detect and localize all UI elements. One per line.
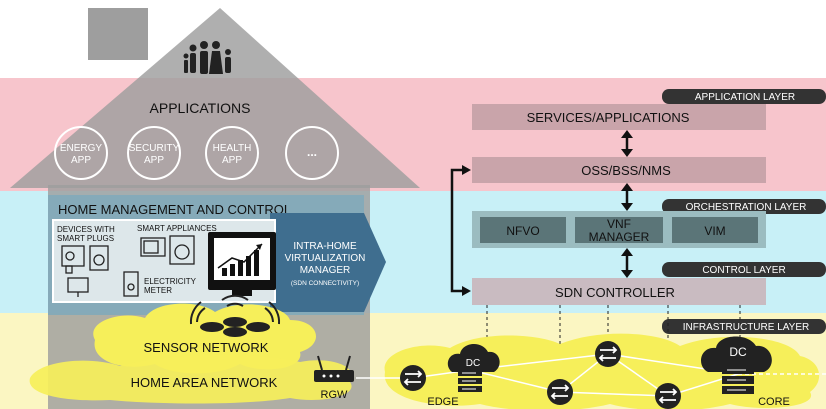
svg-text:...: ... bbox=[307, 145, 317, 159]
virtualization-arrow bbox=[270, 213, 386, 312]
monitor-chart-icon bbox=[208, 232, 276, 296]
sensor-nodes-icon bbox=[189, 294, 281, 337]
devices-label-1: DEVICES WITH bbox=[57, 225, 115, 234]
nfvo-box[interactable]: NFVO bbox=[480, 217, 566, 243]
sensor-network-label: SENSOR NETWORK bbox=[144, 340, 269, 355]
svg-text:VNF: VNF bbox=[607, 217, 631, 231]
vim-box[interactable]: VIM bbox=[672, 217, 758, 243]
appliance-icons bbox=[61, 235, 195, 297]
svg-text:NFVO: NFVO bbox=[506, 224, 539, 238]
app-energy[interactable]: ENERGY APP bbox=[54, 126, 108, 180]
switch-icon-3 bbox=[546, 378, 574, 406]
switch-icon-2 bbox=[594, 340, 622, 368]
virtualization-line1: INTRA-HOME bbox=[293, 241, 357, 252]
virtualization-line4: (SDN CONNECTIVITY) bbox=[291, 280, 359, 287]
applications-title: APPLICATIONS bbox=[150, 100, 251, 116]
app-more[interactable]: ... bbox=[285, 126, 339, 180]
infrastructure-layer-label: INFRASTRUCTURE LAYER bbox=[662, 319, 826, 334]
dc-edge-icon bbox=[447, 343, 500, 392]
svg-text:APP: APP bbox=[144, 155, 164, 166]
switch-icon-1 bbox=[399, 364, 427, 392]
svg-text:VIM: VIM bbox=[704, 224, 725, 238]
devices-label-2: SMART PLUGS bbox=[57, 234, 114, 243]
orchestration-layer-label: ORCHESTRATION LAYER bbox=[662, 199, 826, 214]
app-security[interactable]: SECURITY APP bbox=[127, 126, 181, 180]
sdn-controller-box[interactable]: SDN CONTROLLER bbox=[472, 278, 766, 305]
sensor-network-cloud bbox=[29, 303, 352, 404]
svg-text:APP: APP bbox=[71, 155, 91, 166]
svg-text:ENERGY: ENERGY bbox=[60, 143, 103, 154]
home-management-title: HOME MANAGEMENT AND CONTROL bbox=[58, 202, 291, 217]
electricity-label-2: METER bbox=[144, 286, 172, 295]
oss-box[interactable]: OSS/BSS/NMS bbox=[472, 157, 766, 183]
virtualization-line2: VIRTUALIZATION bbox=[285, 253, 366, 264]
switch-icon-4 bbox=[654, 382, 682, 409]
svg-text:OSS/BSS/NMS: OSS/BSS/NMS bbox=[581, 163, 671, 178]
vnf-manager-box[interactable]: VNF MANAGER bbox=[575, 217, 663, 244]
app-health[interactable]: HEALTH APP bbox=[205, 126, 259, 180]
rgw-label: RGW bbox=[321, 389, 349, 401]
core-label: CORE bbox=[758, 396, 790, 408]
svg-text:HEALTH: HEALTH bbox=[213, 143, 252, 154]
home-area-network-label: HOME AREA NETWORK bbox=[131, 375, 278, 390]
edge-label: EDGE bbox=[427, 396, 458, 408]
svg-text:SERVICES/APPLICATIONS: SERVICES/APPLICATIONS bbox=[527, 110, 690, 125]
svg-text:ORCHESTRATION LAYER: ORCHESTRATION LAYER bbox=[686, 202, 807, 213]
services-box[interactable]: SERVICES/APPLICATIONS bbox=[472, 104, 766, 130]
rgw-router-icon bbox=[314, 355, 354, 382]
dc-core-label: DC bbox=[729, 345, 747, 359]
svg-text:CONTROL LAYER: CONTROL LAYER bbox=[702, 265, 785, 276]
svg-text:SECURITY: SECURITY bbox=[129, 143, 180, 154]
dc-edge-label: DC bbox=[466, 358, 480, 369]
control-layer-label: CONTROL LAYER bbox=[662, 262, 826, 277]
smart-appliances-label: SMART APPLIANCES bbox=[137, 224, 217, 233]
family-icon bbox=[183, 41, 231, 74]
dc-core-icon bbox=[701, 336, 772, 394]
svg-text:MANAGER: MANAGER bbox=[589, 230, 650, 244]
svg-text:APPLICATION LAYER: APPLICATION LAYER bbox=[695, 92, 795, 103]
application-layer-label: APPLICATION LAYER bbox=[662, 89, 826, 104]
electricity-label-1: ELECTRICITY bbox=[144, 277, 197, 286]
virtualization-line3: MANAGER bbox=[300, 265, 351, 276]
svg-text:INFRASTRUCTURE LAYER: INFRASTRUCTURE LAYER bbox=[683, 322, 810, 333]
vertical-double-arrows bbox=[621, 130, 633, 278]
svg-text:SDN CONTROLLER: SDN CONTROLLER bbox=[555, 285, 675, 300]
oss-sdn-connector bbox=[450, 165, 471, 296]
svg-text:APP: APP bbox=[222, 155, 242, 166]
